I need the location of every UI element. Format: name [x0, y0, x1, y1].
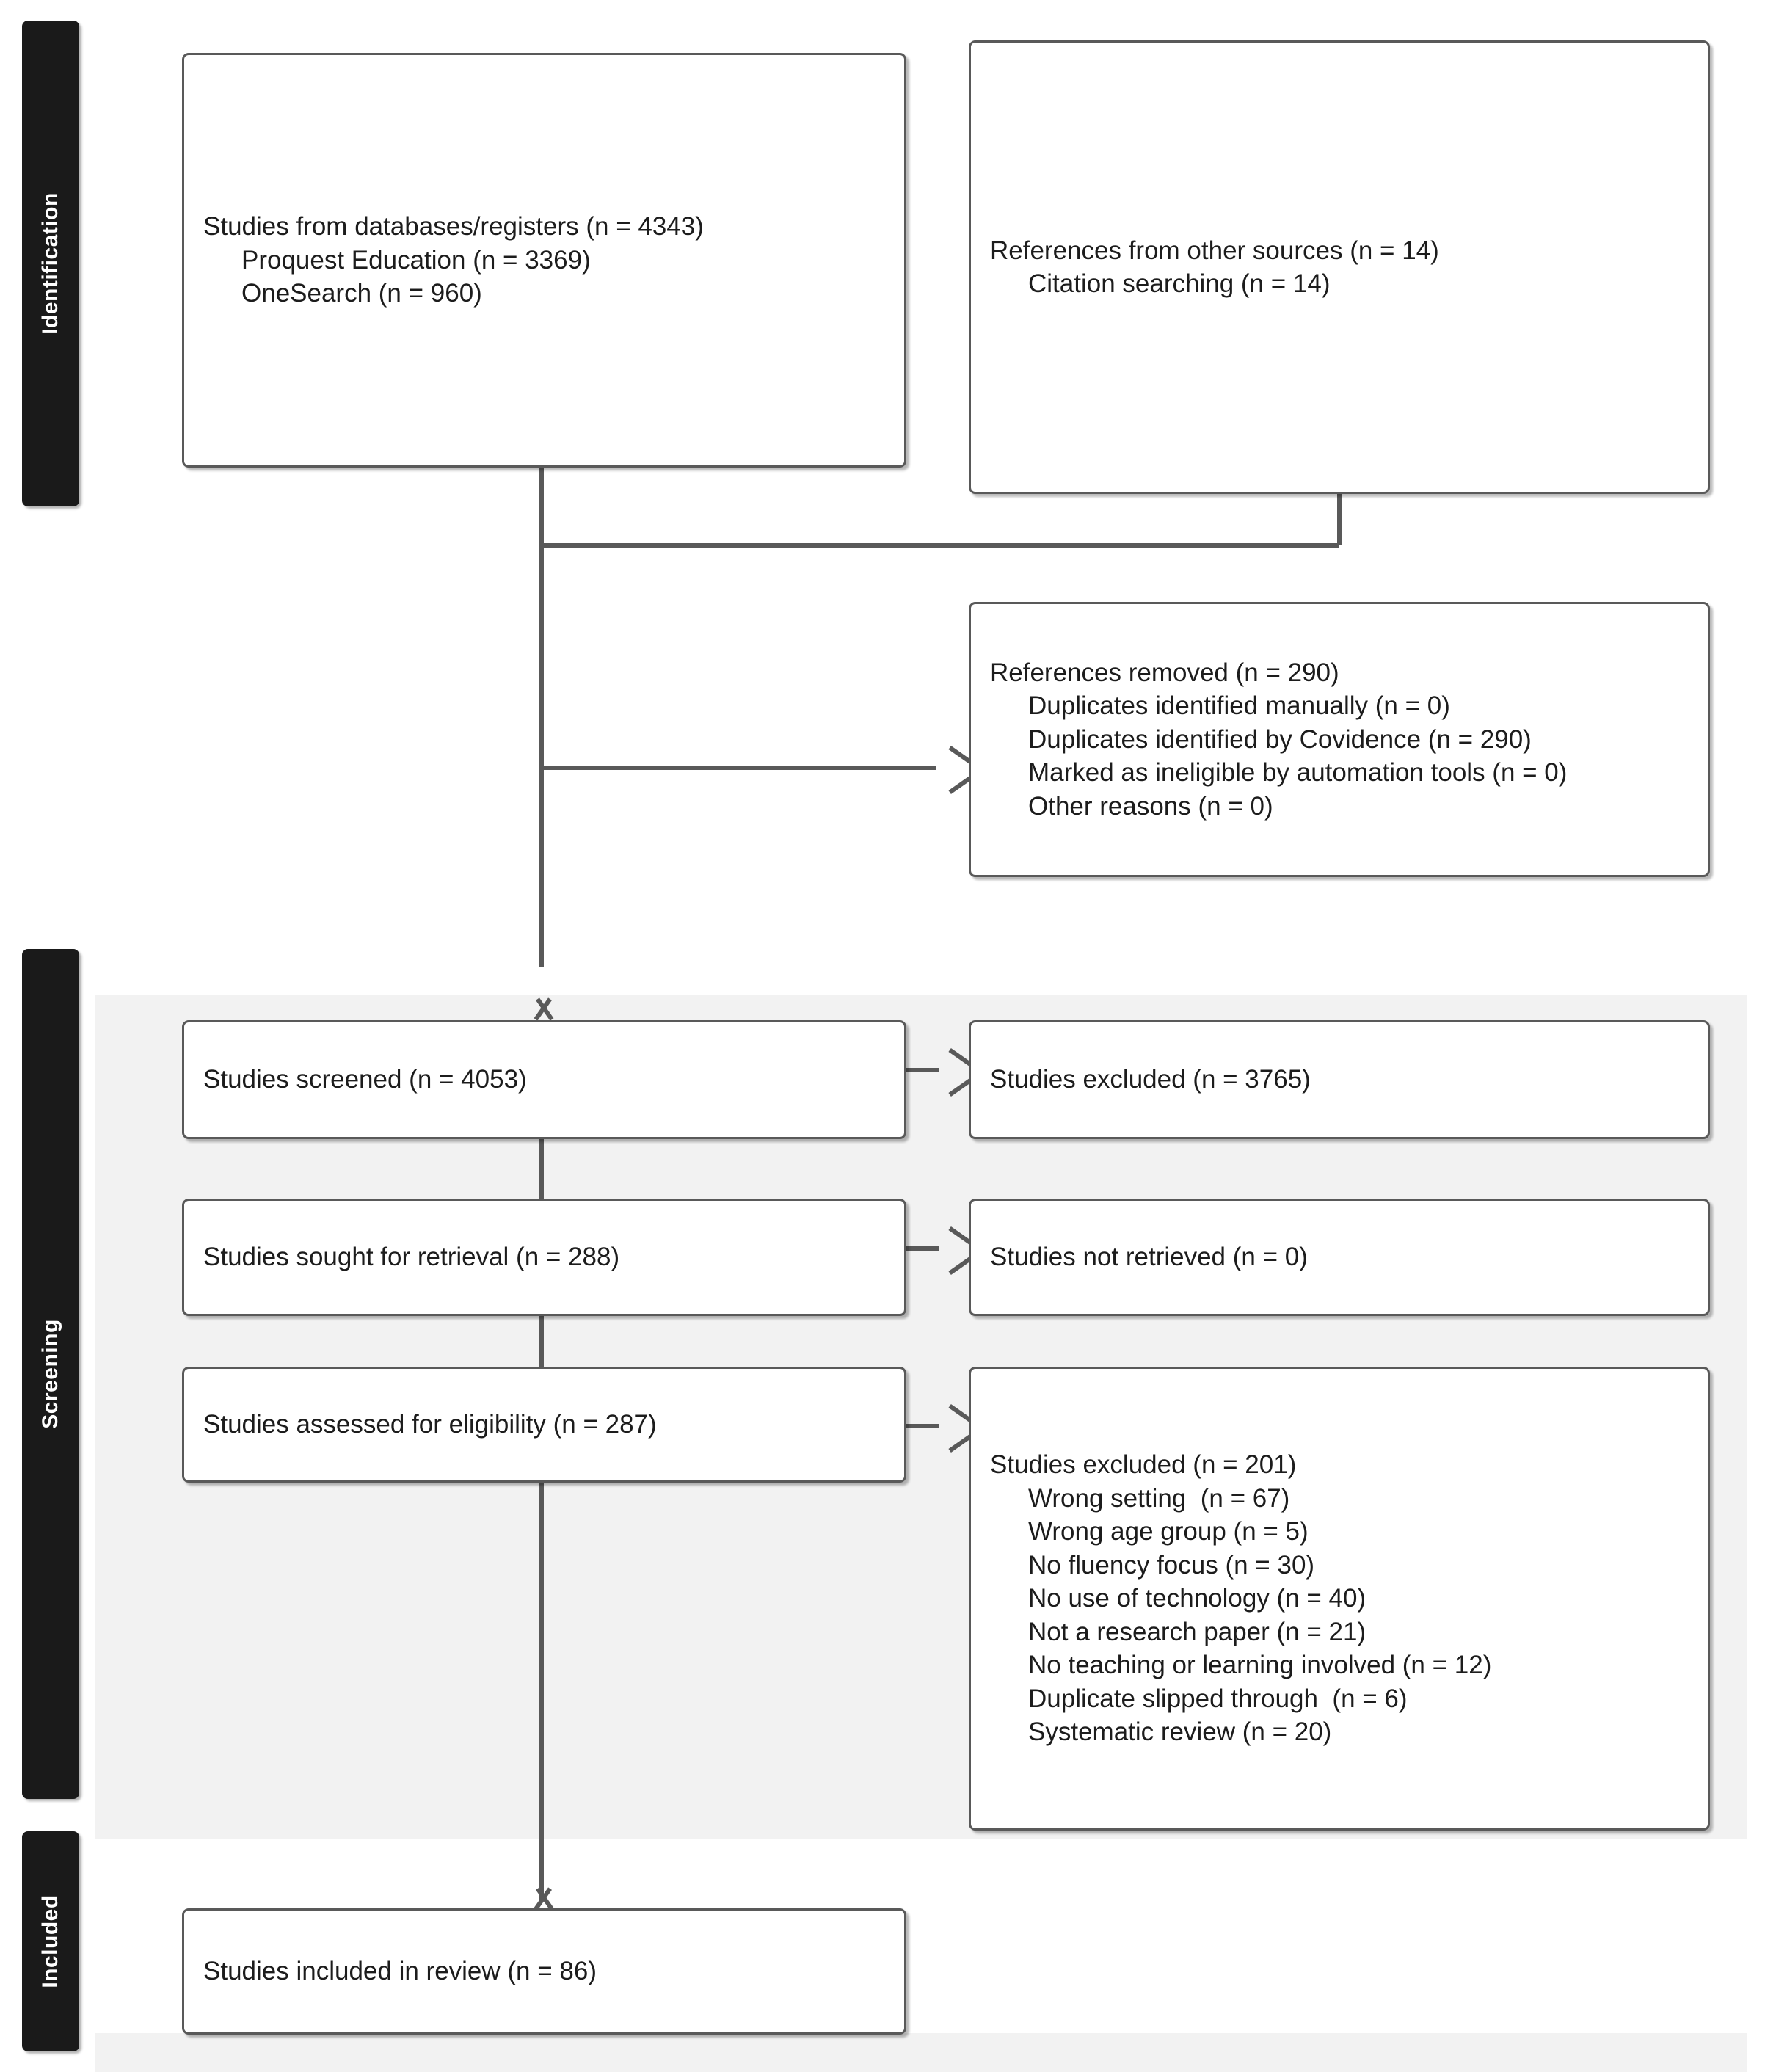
stage-label-included: Included — [38, 1894, 62, 1988]
box-studies-included-review: Studies included in review (n = 86) — [182, 1908, 906, 2035]
box-studies-sought-retrieval: Studies sought for retrieval (n = 288) — [182, 1199, 906, 1316]
stage-bar-identification: Identification — [22, 21, 79, 506]
connector-screened-to-excluded — [906, 1068, 939, 1072]
box-line: Duplicates identified manually (n = 0) — [1028, 691, 1450, 721]
box-line: No use of technology (n = 40) — [1028, 1584, 1366, 1613]
box-line: Duplicate slipped through (n = 6) — [1028, 1684, 1408, 1713]
included-band — [95, 2033, 1747, 2072]
box-line: Duplicates identified by Covidence (n = … — [1028, 724, 1532, 754]
box-line: No teaching or learning involved (n = 12… — [1028, 1651, 1492, 1680]
box-studies-not-retrieved: Studies not retrieved (n = 0) — [969, 1199, 1710, 1316]
box-line: References from other sources (n = 14) — [990, 236, 1439, 265]
box-studies-assessed-eligibility: Studies assessed for eligibility (n = 28… — [182, 1367, 906, 1483]
stage-bar-included: Included — [22, 1831, 79, 2051]
box-databases-registers: Studies from databases/registers (n = 43… — [182, 53, 906, 468]
box-line: Proquest Education (n = 3369) — [241, 245, 591, 275]
connector-sought-to-assessed — [539, 1316, 544, 1389]
box-line: Studies assessed for eligibility (n = 28… — [203, 1410, 657, 1439]
box-studies-excluded-screening: Studies excluded (n = 3765) — [969, 1020, 1710, 1139]
box-line: Wrong age group (n = 5) — [1028, 1517, 1309, 1546]
connector-sought-to-not-retrieved — [906, 1246, 939, 1251]
box-studies-screened: Studies screened (n = 4053) — [182, 1020, 906, 1139]
box-line: Studies sought for retrieval (n = 288) — [203, 1243, 620, 1272]
connector-databases-trunk — [539, 468, 544, 967]
stage-label-identification: Identification — [38, 192, 62, 335]
connector-other-sources-down — [1337, 494, 1342, 545]
box-line: Systematic review (n = 20) — [1028, 1717, 1332, 1747]
box-other-sources: References from other sources (n = 14) C… — [969, 40, 1710, 494]
box-line: References removed (n = 290) — [990, 658, 1339, 687]
box-line: Wrong setting (n = 67) — [1028, 1483, 1290, 1513]
box-line: Not a research paper (n = 21) — [1028, 1617, 1366, 1646]
box-line: Studies excluded (n = 3765) — [990, 1065, 1311, 1094]
box-line: Other reasons (n = 0) — [1028, 791, 1273, 821]
connector-screened-to-sought — [539, 1139, 544, 1224]
connector-assessed-to-included — [539, 1483, 544, 1901]
box-line: Studies excluded (n = 201) — [990, 1450, 1297, 1480]
box-line: Studies not retrieved (n = 0) — [990, 1243, 1308, 1272]
box-line: Citation searching (n = 14) — [1028, 269, 1331, 298]
connector-to-references-removed — [539, 766, 936, 770]
box-line: No fluency focus (n = 30) — [1028, 1550, 1315, 1580]
box-studies-excluded-eligibility: Studies excluded (n = 201) Wrong setting… — [969, 1367, 1710, 1831]
box-line: OneSearch (n = 960) — [241, 279, 482, 308]
connector-assessed-to-excluded — [906, 1424, 939, 1428]
stage-label-screening: Screening — [38, 1319, 62, 1429]
box-references-removed: References removed (n = 290) Duplicates … — [969, 602, 1710, 877]
box-line: Studies included in review (n = 86) — [203, 1957, 597, 1986]
box-line: Marked as ineligible by automation tools… — [1028, 758, 1568, 788]
box-line: Studies screened (n = 4053) — [203, 1065, 527, 1094]
box-line: Studies from databases/registers (n = 43… — [203, 212, 704, 241]
stage-bar-screening: Screening — [22, 949, 79, 1799]
connector-other-sources-left — [539, 543, 1339, 548]
